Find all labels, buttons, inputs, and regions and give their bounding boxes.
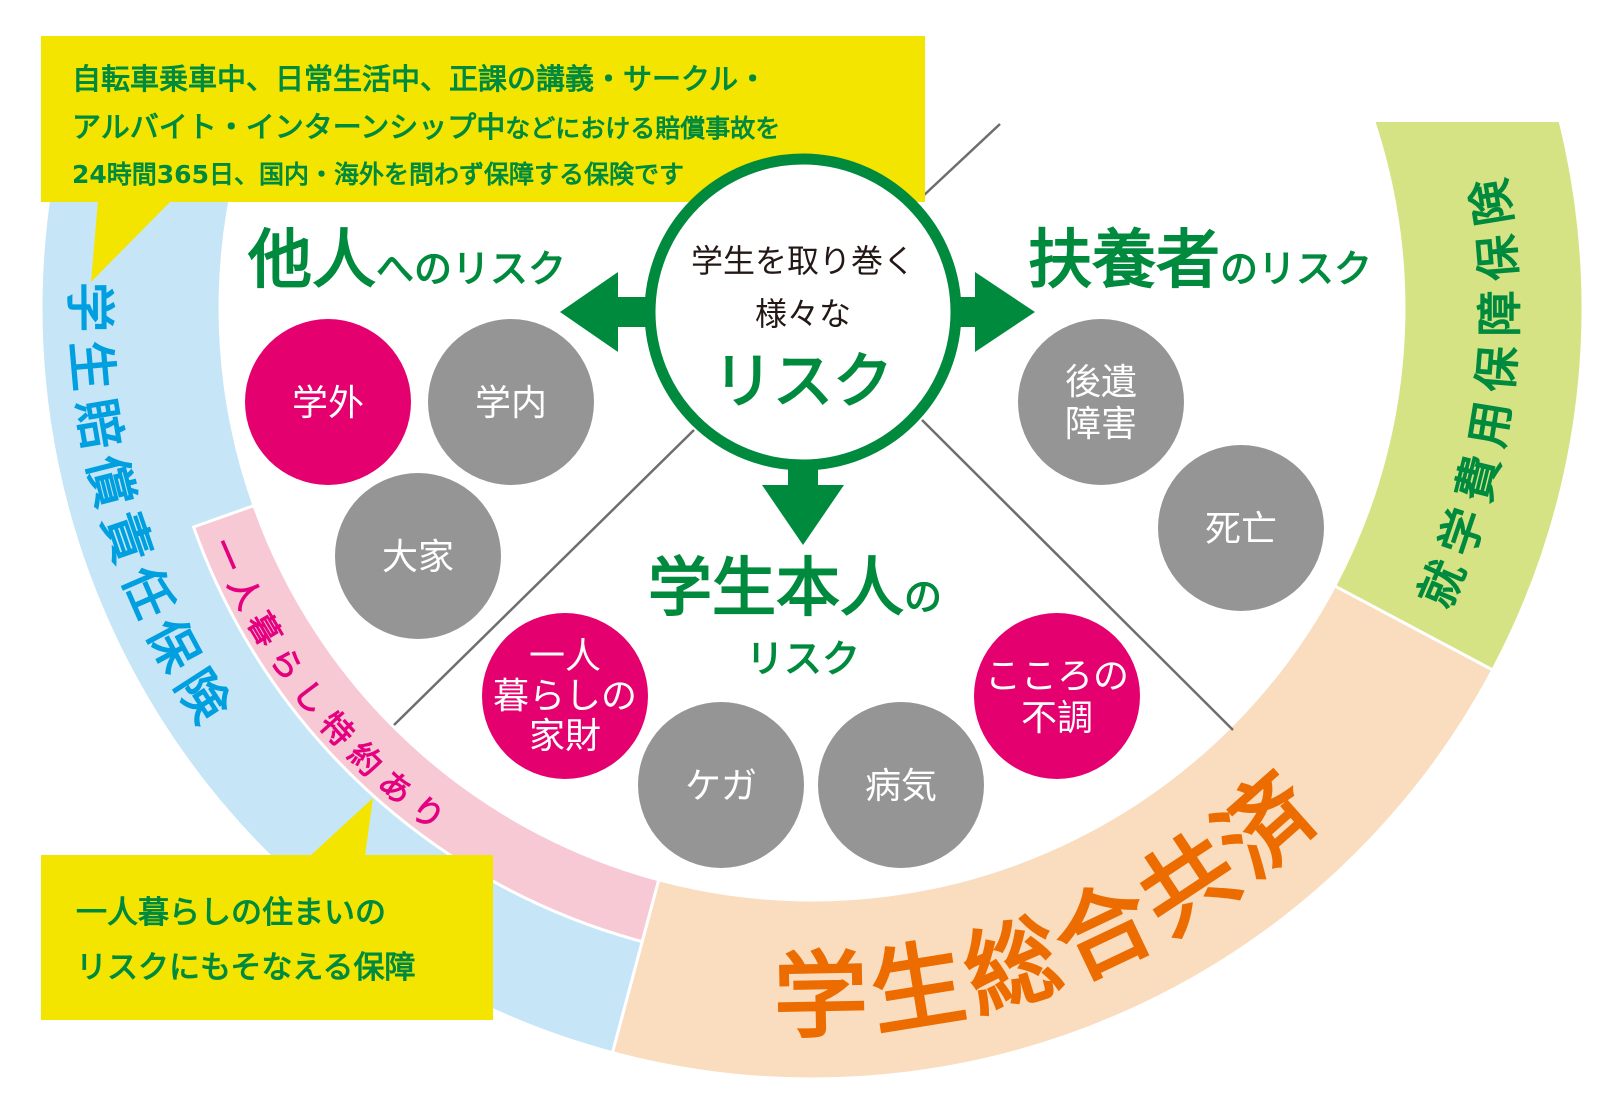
- divider-lower-left: [393, 429, 695, 726]
- callout-pointer: [91, 200, 172, 282]
- divider-upper-right: [921, 123, 1001, 198]
- band-tuition-insurance: [1332, 122, 1585, 673]
- risk-illness: 病気: [818, 702, 984, 868]
- heading-self-big: 学生本人: [648, 552, 904, 626]
- arrows: [560, 272, 1035, 545]
- center-line-1: 学生を取り巻く: [691, 242, 915, 280]
- risk-circle: [482, 613, 648, 779]
- callout-line-1: 自転車乗車中、日常生活中、正課の講義・サークル・: [72, 62, 767, 96]
- arrow-right-icon: [955, 272, 1035, 352]
- risk-label-line-1: こころの: [985, 656, 1129, 697]
- arrow-left-icon: [560, 272, 652, 352]
- risk-landlord: 大家: [335, 473, 501, 639]
- risk-household-goods: 一人 暮らしの 家財: [482, 613, 648, 779]
- risk-circle: [1018, 319, 1184, 485]
- callout-pointer: [310, 798, 373, 856]
- risk-circle: [428, 319, 594, 485]
- heading-others-big: 他人: [247, 224, 376, 298]
- heading-self-small: の: [904, 575, 942, 619]
- callout-line-2: アルバイト・インターンシップ中などにおける賠償事故を: [72, 110, 780, 144]
- heading-others-risk: 他人へのリスク: [247, 224, 566, 298]
- heading-others-small: へのリスク: [376, 247, 566, 291]
- risk-injury: ケガ: [638, 702, 804, 868]
- callout-line-2-emphasis: アルバイト・インターンシップ中: [72, 110, 505, 144]
- center-title: リスク: [713, 347, 893, 417]
- risk-label: 学内: [475, 383, 547, 424]
- risk-label-line-3: 家財: [529, 716, 601, 757]
- risk-label-line-1: 後遺: [1065, 362, 1137, 403]
- risk-circle: [818, 702, 984, 868]
- center-circle: [644, 153, 962, 471]
- risk-label: 死亡: [1205, 509, 1277, 550]
- risk-off-campus: 学外: [245, 319, 411, 485]
- risk-label: 学外: [292, 383, 364, 424]
- callout-line-2-rest: などにおける賠償事故を: [505, 114, 780, 143]
- risk-circle: [974, 613, 1140, 779]
- band-mutual-aid: [610, 583, 1495, 1081]
- callout-line-3: 24時間365日、国内・海外を問わず保障する保険です: [72, 160, 684, 189]
- risk-circle: [1158, 445, 1324, 611]
- heading-dependents-big: 扶養者: [1028, 224, 1220, 298]
- risk-label-line-2: 暮らしの: [493, 676, 637, 717]
- risk-label: 大家: [382, 537, 454, 578]
- risk-label-line-2: 不調: [1021, 698, 1093, 739]
- arrow-down-icon: [762, 462, 844, 545]
- risk-circle: [335, 473, 501, 639]
- risk-label: ケガ: [685, 766, 757, 807]
- risk-disability: 後遺 障害: [1018, 319, 1184, 485]
- callout-line-2: リスクにもそなえる保障: [76, 950, 415, 986]
- risk-label: 病気: [865, 766, 937, 807]
- callout-living-alone: 一人暮らしの住まいの リスクにもそなえる保障: [41, 798, 493, 1020]
- risk-label-line-2: 障害: [1065, 404, 1137, 445]
- risk-mental-health: こころの 不調: [974, 613, 1140, 779]
- risk-label-line-1: 一人: [529, 636, 601, 677]
- callout-liability: 自転車乗車中、日常生活中、正課の講義・サークル・ アルバイト・インターンシップ中…: [41, 36, 925, 282]
- risk-circle: [245, 319, 411, 485]
- heading-self-line-2: リスク: [746, 637, 860, 681]
- callout-line-1: 一人暮らしの住まいの: [76, 895, 386, 931]
- risk-circle: [638, 702, 804, 868]
- divider-lines: [393, 123, 1234, 731]
- heading-dependents-risk: 扶養者のリスク: [1028, 224, 1372, 298]
- center-line-2: 様々な: [755, 295, 851, 333]
- divider-lower-right: [921, 419, 1234, 731]
- heading-dependents-small: のリスク: [1220, 247, 1372, 291]
- callout-box: [41, 855, 493, 1020]
- risk-on-campus: 学内: [428, 319, 594, 485]
- risk-death: 死亡: [1158, 445, 1324, 611]
- heading-self-risk: 学生本人の: [648, 552, 942, 626]
